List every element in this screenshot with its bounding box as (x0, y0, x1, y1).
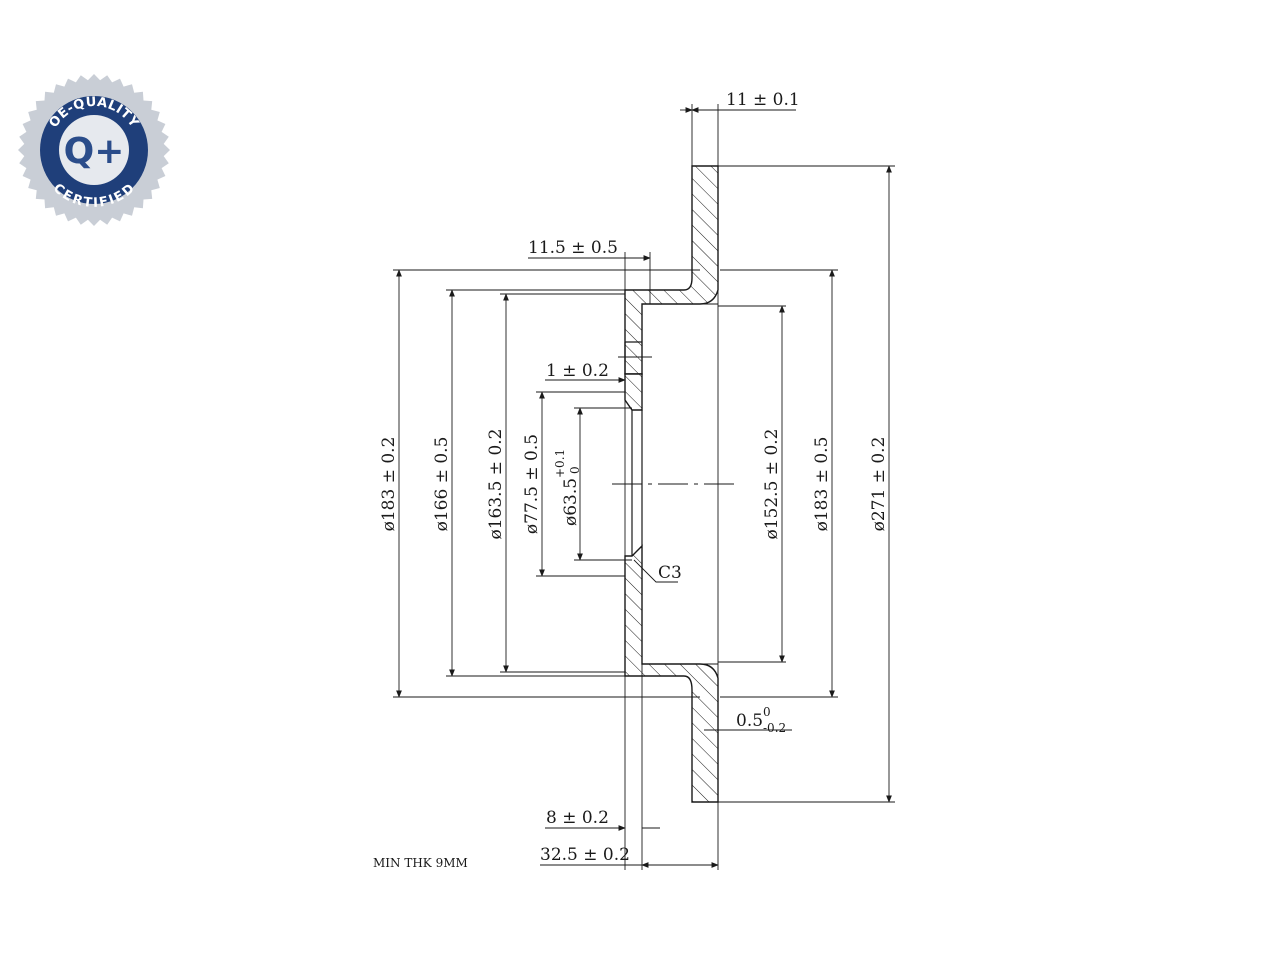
dim-hat-offset: 11.5 ± 0.5 (528, 238, 618, 258)
badge-center-text: Q+ (64, 131, 125, 172)
oe-quality-badge: OE-QUALITY CERTIFIED Q+ (18, 74, 170, 226)
dimension-labels: 11 ± 0.1 11.5 ± 0.5 1 ± 0.2 ø183 ± 0.2 ø… (373, 90, 889, 870)
dim-d271: ø271 ± 0.2 (869, 437, 889, 532)
dim-step: 1 ± 0.2 (546, 361, 609, 381)
min-thickness-note: MIN THK 9MM (373, 856, 468, 870)
dim-thickness: 11 ± 0.1 (726, 90, 800, 110)
dim-radius-tol-lower: -0.2 (763, 721, 786, 735)
dim-d152: ø152.5 ± 0.2 (762, 429, 782, 540)
dim-d63-tol-upper: +0.1 (553, 449, 567, 478)
dim-d166: ø166 ± 0.5 (432, 437, 452, 532)
dim-d183-outer: ø183 ± 0.2 (379, 437, 399, 532)
dim-chamfer: C3 (658, 563, 682, 583)
dim-radius: 0.5 (736, 711, 763, 731)
dim-total-height: 32.5 ± 0.2 (540, 845, 630, 865)
dim-d183-right: ø183 ± 0.5 (812, 437, 832, 532)
extension-lines (393, 104, 895, 870)
dim-d63-tol-lower: 0 (568, 466, 582, 474)
dim-d63: ø63.5 (561, 478, 581, 526)
disc-cross-section (624, 165, 719, 803)
dim-d77: ø77.5 ± 0.5 (522, 434, 542, 534)
dim-radius-tol-upper: 0 (763, 705, 771, 719)
dimension-lines (396, 107, 892, 868)
dim-d163: ø163.5 ± 0.2 (486, 429, 506, 540)
dim-hub-thickness: 8 ± 0.2 (546, 808, 609, 828)
